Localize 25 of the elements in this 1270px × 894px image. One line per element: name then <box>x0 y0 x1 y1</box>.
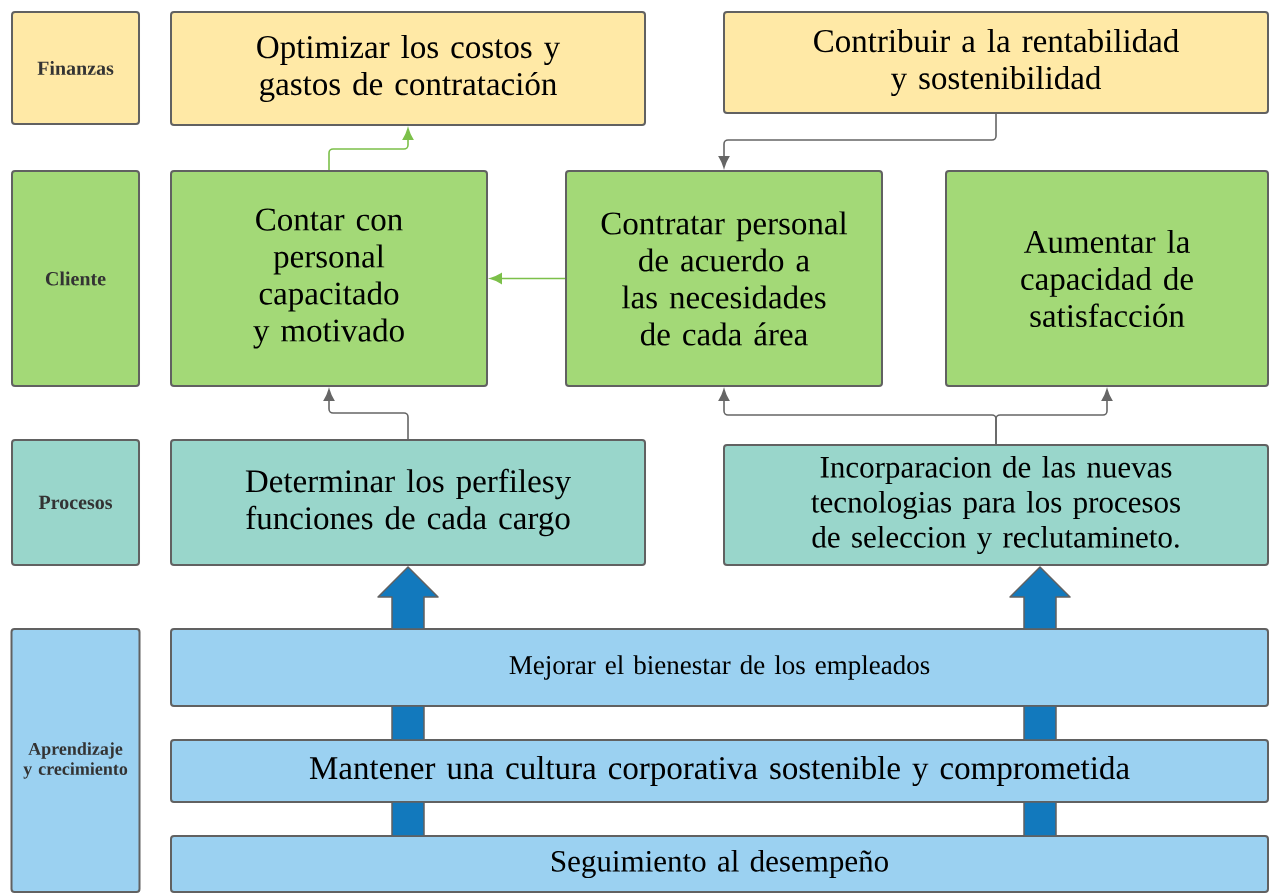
block-arrow-shaft <box>1023 705 1057 741</box>
arrow <box>718 113 997 168</box>
row-label: Cliente <box>11 170 140 387</box>
arrow <box>328 128 414 171</box>
objective-bar: Mejorar el bienestar de los empleados <box>170 628 1269 707</box>
arrow <box>323 389 409 440</box>
objective-box: Incorparacion de las nuevas tecnologias para los procesos de seleccion y reclutamineto. <box>723 444 1269 566</box>
row-label: Aprendizaje y crecimiento <box>10 628 141 893</box>
objective-box: Determinar los perfilesy funciones de cada cargo <box>170 439 646 566</box>
objective-bar: Mantener una cultura corporativa sostenible y comprometida <box>170 739 1269 803</box>
objective-box: Optimizar los costos y gastos de contratación <box>170 11 646 126</box>
objective-bar: Seguimiento al desempeño <box>170 835 1269 893</box>
arrow <box>995 389 1113 445</box>
objective-box: Contribuir a la rentabilidad y sostenibilidad <box>723 11 1269 114</box>
row-label: Procesos <box>11 439 140 566</box>
objective-box: Aumentar la capacidad de satisfacción <box>945 170 1269 387</box>
block-arrow <box>1009 566 1071 630</box>
arrow <box>490 273 566 284</box>
objective-box: Contratar personal de acuerdo a las necesidades de cada área <box>565 170 883 387</box>
objective-box: Contar con personal capacitado y motivado <box>170 170 488 387</box>
block-arrow <box>377 566 439 630</box>
block-arrow-shaft <box>1023 801 1057 837</box>
row-label: Finanzas <box>11 11 140 125</box>
block-arrow-shaft <box>391 705 425 741</box>
block-arrow-shaft <box>391 801 425 837</box>
